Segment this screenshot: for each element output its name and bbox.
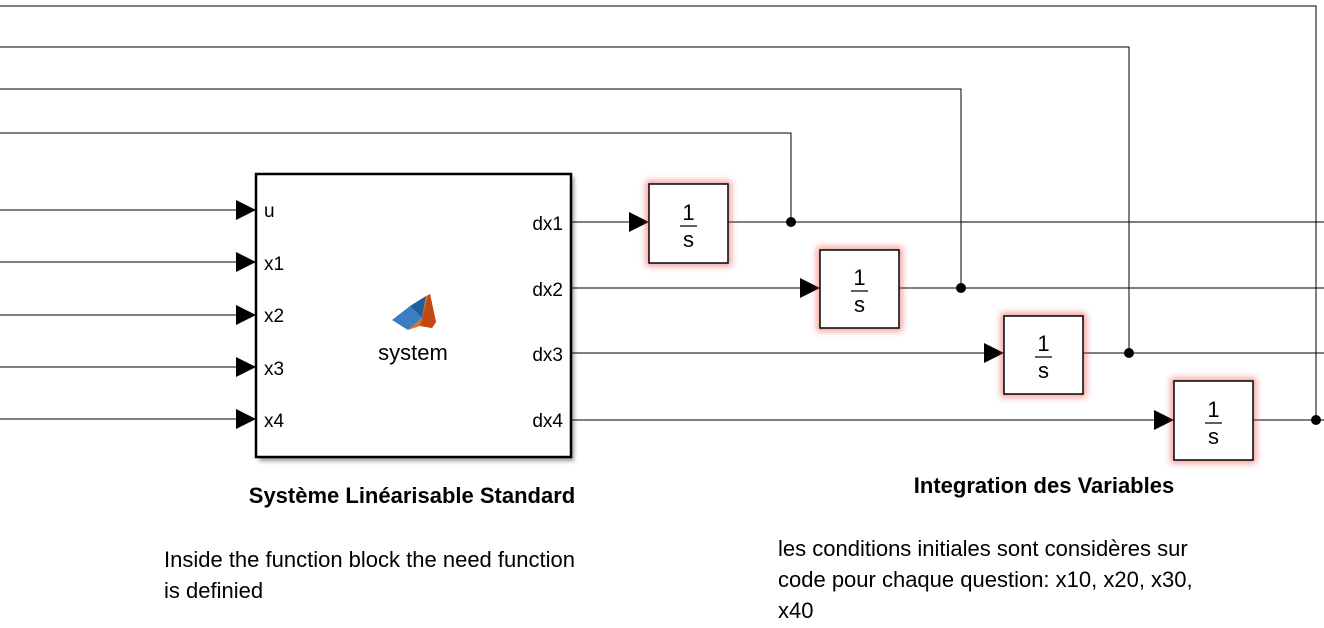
branch-point: [956, 283, 966, 293]
integrators-title: Integration des Variables: [914, 473, 1174, 498]
integrator-numerator: 1: [1207, 397, 1219, 422]
branch-point: [1124, 348, 1134, 358]
input-arrow-x2: [236, 305, 256, 325]
input-port-label: u: [264, 201, 275, 222]
function-block-note-line: is definied: [164, 578, 263, 603]
feedback-wire-x1[interactable]: [0, 132, 792, 222]
matlab-logo-icon: [392, 294, 436, 330]
feedback-wire-x4[interactable]: [0, 5, 1317, 420]
integrators-note-line: x40: [778, 598, 813, 623]
output-arrow-dx4: [1154, 410, 1174, 430]
integrators-note-line: code pour chaque question: x10, x20, x30…: [778, 567, 1193, 592]
output-wires: [571, 212, 1174, 430]
output-arrow-dx3: [984, 343, 1004, 363]
integrator-denominator: s: [854, 292, 865, 317]
output-port-label: dx2: [532, 280, 563, 301]
branch-points: [786, 217, 1321, 425]
output-arrow-dx1: [629, 212, 649, 232]
matlab-function-block[interactable]: u x1 x2 x3 x4 dx1 dx2 dx3 dx4 system: [254, 172, 574, 461]
integrator-block-4[interactable]: 1 s: [1171, 378, 1256, 463]
function-block-note-line: Inside the function block the need funct…: [164, 547, 575, 572]
integrator-block-1[interactable]: 1 s: [646, 181, 731, 266]
input-arrow-x1: [236, 252, 256, 272]
input-arrow-x3: [236, 357, 256, 377]
function-block-title: Système Linéarisable Standard: [249, 483, 575, 508]
branch-point: [1311, 415, 1321, 425]
feedback-wire-x3[interactable]: [0, 46, 1130, 353]
integrator-numerator: 1: [1037, 331, 1049, 356]
branch-point: [786, 217, 796, 227]
output-port-label: dx3: [532, 345, 563, 366]
integrator-denominator: s: [1038, 358, 1049, 383]
integrator-output-wires: [728, 221, 1324, 421]
output-arrow-dx2: [800, 278, 820, 298]
integrator-denominator: s: [1208, 424, 1219, 449]
input-arrow-u: [236, 200, 256, 220]
feedback-wires: [0, 5, 1317, 420]
output-port-label: dx1: [532, 214, 563, 235]
input-port-label: x1: [264, 254, 284, 275]
integrator-numerator: 1: [682, 200, 694, 225]
function-block-name: system: [378, 340, 448, 365]
input-wires: [0, 200, 256, 429]
input-port-label: x2: [264, 306, 284, 327]
integrator-numerator: 1: [853, 265, 865, 290]
integrator-denominator: s: [683, 227, 694, 252]
input-port-label: x3: [264, 359, 284, 380]
output-port-label: dx4: [532, 411, 563, 432]
input-port-label: x4: [264, 411, 285, 432]
integrator-block-2[interactable]: 1 s: [817, 247, 902, 331]
integrator-block-3[interactable]: 1 s: [1001, 313, 1086, 397]
integrators-note-line: les conditions initiales sont considères…: [778, 536, 1188, 561]
input-arrow-x4: [236, 409, 256, 429]
